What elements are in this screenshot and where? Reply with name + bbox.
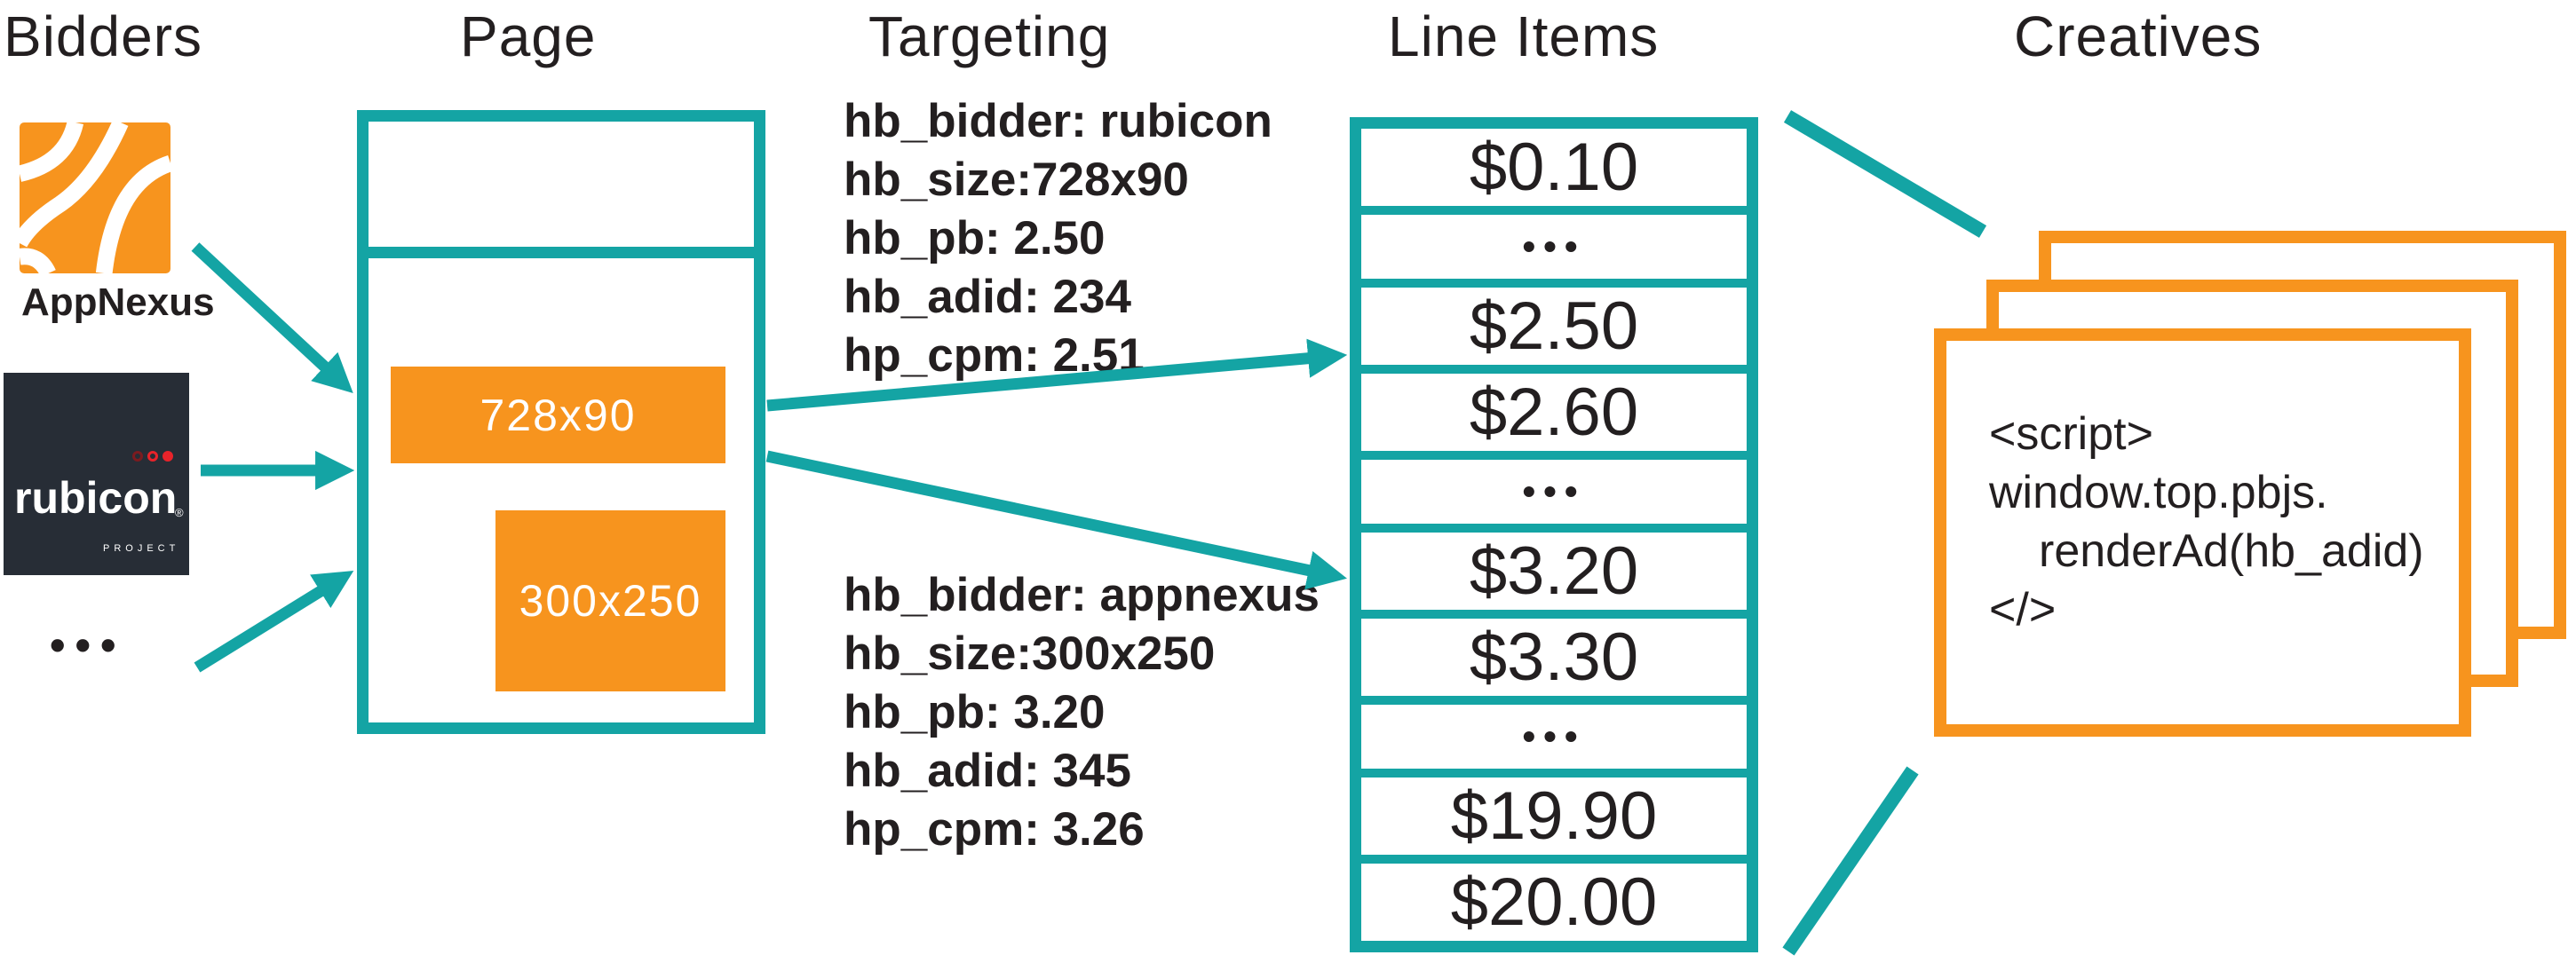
row-separator xyxy=(1361,365,1747,374)
rubicon-dot-solid-red xyxy=(162,451,173,462)
line-item-row: $20.00 xyxy=(1450,864,1658,940)
ad-slot-300x250: 300x250 xyxy=(495,510,725,691)
line-item-row: $19.90 xyxy=(1450,778,1658,854)
page-header-divider xyxy=(368,247,755,258)
line-items-table: $0.10 ••• $2.50 $2.60 ••• $3.20 $3.30 ••… xyxy=(1350,117,1758,952)
row-separator xyxy=(1361,451,1747,460)
rubicon-project-subtitle: PROJECT xyxy=(103,543,180,554)
arrow-appnexus-to-page xyxy=(191,242,353,394)
targeting-kv: hb_adid: 234 xyxy=(844,271,1131,323)
script-line: <script> xyxy=(1989,408,2153,460)
column-header-targeting: Targeting xyxy=(868,4,1111,68)
row-separator xyxy=(1361,279,1747,288)
creative-script-snippet: <script> window.top.pbjs. renderAd(hb_ad… xyxy=(1989,405,2424,639)
line-item-row: $2.50 xyxy=(1469,288,1639,364)
targeting-kv: hb_size:300x250 xyxy=(844,628,1216,680)
arrow-morebidders-to-page xyxy=(194,571,354,673)
targeting-block-appnexus: hb_bidder: appnexus hb_size:300x250 hb_p… xyxy=(844,566,1320,859)
row-separator xyxy=(1361,855,1747,864)
connector-lineitems-bottom-to-creatives xyxy=(1782,766,1919,956)
ad-slot-300x250-label: 300x250 xyxy=(519,576,702,626)
targeting-kv: hb_pb: 3.20 xyxy=(844,686,1106,738)
arrow-page-to-line-item-320 xyxy=(765,450,1347,590)
line-item-row-ellipsis: ••• xyxy=(1522,225,1586,267)
row-separator xyxy=(1361,610,1747,619)
column-header-bidders: Bidders xyxy=(4,4,202,68)
rubicon-wordmark: rubicon xyxy=(14,473,178,523)
targeting-kv: hb_bidder: appnexus xyxy=(844,569,1320,621)
line-item-row: $3.20 xyxy=(1469,533,1639,609)
column-header-creatives: Creatives xyxy=(2014,4,2263,68)
targeting-kv: hb_adid: 345 xyxy=(844,745,1131,797)
column-header-line-items: Line Items xyxy=(1388,4,1660,68)
row-separator xyxy=(1361,696,1747,705)
targeting-kv: hb_bidder: rubicon xyxy=(844,95,1272,147)
more-bidders-ellipsis: ••• xyxy=(50,620,126,670)
targeting-kv: hb_pb: 2.50 xyxy=(844,212,1106,264)
rubicon-registered-mark: ® xyxy=(175,506,184,519)
script-line: </> xyxy=(1989,584,2057,635)
targeting-kv: hb_size:728x90 xyxy=(844,154,1189,206)
line-item-row: $0.10 xyxy=(1469,130,1639,205)
connector-lineitems-top-to-creatives xyxy=(1783,110,1987,238)
targeting-block-rubicon: hb_bidder: rubicon hb_size:728x90 hb_pb:… xyxy=(844,92,1272,385)
rubicon-dot-outline-dark xyxy=(132,451,143,462)
script-line: renderAd(hb_adid) xyxy=(2039,525,2424,577)
creative-card-front: <script> window.top.pbjs. renderAd(hb_ad… xyxy=(1934,328,2471,737)
row-separator xyxy=(1361,206,1747,215)
page-wireframe: 728x90 300x250 xyxy=(357,110,765,734)
rubicon-dot-outline-red xyxy=(147,451,158,462)
row-separator xyxy=(1361,769,1747,778)
line-item-row-ellipsis: ••• xyxy=(1522,470,1586,512)
line-item-row-ellipsis: ••• xyxy=(1522,715,1586,757)
targeting-kv: hp_cpm: 3.26 xyxy=(844,803,1145,856)
line-item-row: $3.30 xyxy=(1469,620,1639,695)
column-header-page: Page xyxy=(460,4,597,68)
rubicon-project-logo: rubicon ® PROJECT xyxy=(4,373,189,575)
row-separator xyxy=(1361,524,1747,533)
rubicon-dots-icon xyxy=(132,451,173,462)
appnexus-label: AppNexus xyxy=(21,280,215,324)
ad-slot-728x90: 728x90 xyxy=(391,367,725,463)
line-item-row: $2.60 xyxy=(1469,375,1639,450)
appnexus-logo-icon xyxy=(20,122,170,273)
script-line: window.top.pbjs. xyxy=(1989,467,2328,518)
targeting-kv: hp_cpm: 2.51 xyxy=(844,329,1145,382)
ad-slot-728x90-label: 728x90 xyxy=(480,390,637,440)
